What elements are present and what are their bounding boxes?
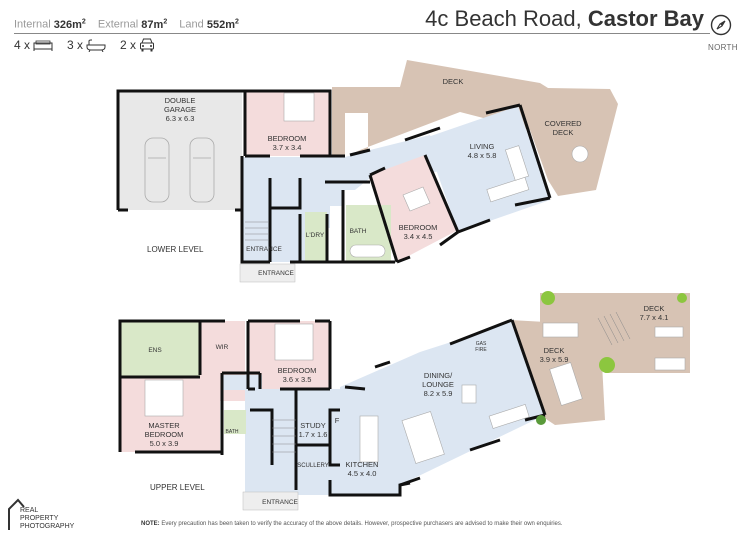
deck-lower	[332, 60, 618, 196]
logo-line: REAL	[20, 507, 39, 514]
bedroom-count-text: 4 x	[14, 38, 31, 52]
gas-fire-label: FIRE	[475, 347, 487, 353]
bedroom-count: 4 x	[14, 38, 53, 52]
address-suburb: Castor Bay	[587, 6, 704, 31]
room-size: 3.4 x 4.5	[404, 232, 433, 241]
logo-line: PHOTOGRAPHY	[20, 523, 75, 530]
room-label: BATH	[350, 228, 367, 235]
room-label: DECK	[553, 128, 574, 137]
room-size: 3.6 x 3.5	[283, 375, 312, 384]
bath-upper	[224, 410, 246, 434]
room-size: 5.0 x 3.9	[150, 439, 179, 448]
room-label: ENTRANCE	[258, 270, 294, 277]
room-label: ENTRANCE	[262, 499, 298, 506]
stat-land-value: 552m	[206, 18, 235, 31]
north-label: NORTH	[708, 43, 738, 52]
garage-room	[118, 91, 242, 210]
stat-internal-value: 326m	[53, 18, 82, 31]
room-label: COVERED	[544, 119, 582, 128]
room-label: DECK	[544, 346, 565, 355]
room-label: ENS	[148, 347, 162, 354]
room-label: BEDROOM	[145, 430, 184, 439]
entrance-step-upper	[242, 491, 299, 511]
room-size: 4.5 x 4.0	[348, 469, 377, 478]
bathroom-count: 3 x	[67, 38, 106, 52]
room-size: 6.3 x 6.3	[166, 114, 195, 123]
header-divider-right	[420, 33, 710, 34]
header-divider-left	[14, 33, 420, 34]
car-outlines	[144, 137, 215, 203]
gas-fire-label: GAS	[476, 341, 487, 347]
living-room	[425, 106, 550, 232]
room-label: SCULLERY	[297, 463, 329, 469]
disclaimer-note: NOTE: Every precaution has been taken to…	[141, 521, 563, 527]
room-label: DOUBLE	[165, 96, 196, 105]
stat-internal-label: Internal	[14, 18, 51, 31]
room-size: 4.8 x 5.8	[468, 151, 497, 160]
room-size: 8.2 x 5.9	[424, 389, 453, 398]
stat-external-value: 87m	[141, 18, 164, 31]
unit-sup: 2	[234, 18, 239, 25]
laundry-lower	[305, 212, 327, 262]
room-label: DINING/	[424, 371, 453, 380]
ensuite	[120, 321, 200, 377]
room-label: STUDY	[300, 421, 325, 430]
house-logo-icon	[8, 498, 25, 530]
room-label: LOUNGE	[422, 380, 454, 389]
note-text: Every precaution has been taken to verif…	[161, 521, 563, 527]
upper-level-label: UPPER LEVEL	[150, 483, 205, 492]
parking-count-text: 2 x	[120, 38, 137, 52]
lower-level-plan: DOUBLE GARAGE 6.3 x 6.3 BEDROOM 3.7 x 3.…	[116, 60, 618, 283]
company-logo-text: REAL PROPERTY PHOTOGRAPHY	[20, 507, 74, 531]
fridge-label: F	[335, 416, 340, 425]
car-icon	[140, 38, 155, 52]
plant-icon	[536, 415, 546, 425]
plant-icon	[677, 293, 687, 303]
compass-icon	[710, 14, 732, 36]
property-stats: Internal 326m2 External 87m2 Land 552m2	[14, 18, 248, 31]
address-street: 4c Beach Road,	[425, 6, 582, 31]
stat-land-label: Land	[179, 18, 204, 31]
feature-counts: 4 x 3 x 2 x	[14, 38, 163, 52]
unit-sup: 2	[163, 18, 168, 25]
logo-line: PROPERTY	[20, 515, 59, 522]
room-label: WIR	[216, 344, 229, 351]
unit-sup: 2	[81, 18, 86, 25]
lower-level-label: LOWER LEVEL	[147, 245, 204, 254]
room-label: BEDROOM	[268, 134, 307, 143]
stairs-lower	[245, 221, 268, 241]
room-size: 1.7 x 1.6	[299, 430, 328, 439]
room-label: LIVING	[470, 142, 495, 151]
room-label: KITCHEN	[346, 460, 379, 469]
bed-icon	[33, 40, 53, 51]
bathroom-count-text: 3 x	[67, 38, 84, 52]
plant-icon	[599, 357, 615, 373]
room-size: 3.9 x 5.9	[540, 355, 569, 364]
deck-upper-large	[540, 293, 690, 373]
property-address: 4c Beach Road, Castor Bay	[425, 6, 704, 32]
bath-icon	[86, 39, 106, 52]
room-size: 3.7 x 3.4	[273, 143, 302, 152]
dining-lounge	[222, 320, 545, 495]
room-label: BEDROOM	[278, 366, 317, 375]
room-label: ENTRANCE	[246, 246, 282, 253]
plant-icon	[541, 291, 555, 305]
room-size: 7.7 x 4.1	[640, 313, 669, 322]
room-label: BEDROOM	[399, 223, 438, 232]
room-label: MASTER	[148, 421, 180, 430]
room-label: GARAGE	[164, 105, 196, 114]
upper-level-plan: ENS WIR BEDROOM 3.6 x 3.5 MASTER BEDROOM…	[118, 291, 690, 511]
note-label: NOTE:	[141, 521, 160, 527]
parking-count: 2 x	[120, 38, 155, 52]
room-label: DECK	[443, 77, 464, 86]
stat-external-label: External	[97, 18, 139, 31]
room-label: DECK	[644, 304, 665, 313]
room-label: L'DRY	[306, 232, 325, 239]
entrance-step-lower	[239, 263, 296, 283]
room-label: BATH	[226, 429, 239, 435]
stairs-upper	[272, 311, 631, 453]
